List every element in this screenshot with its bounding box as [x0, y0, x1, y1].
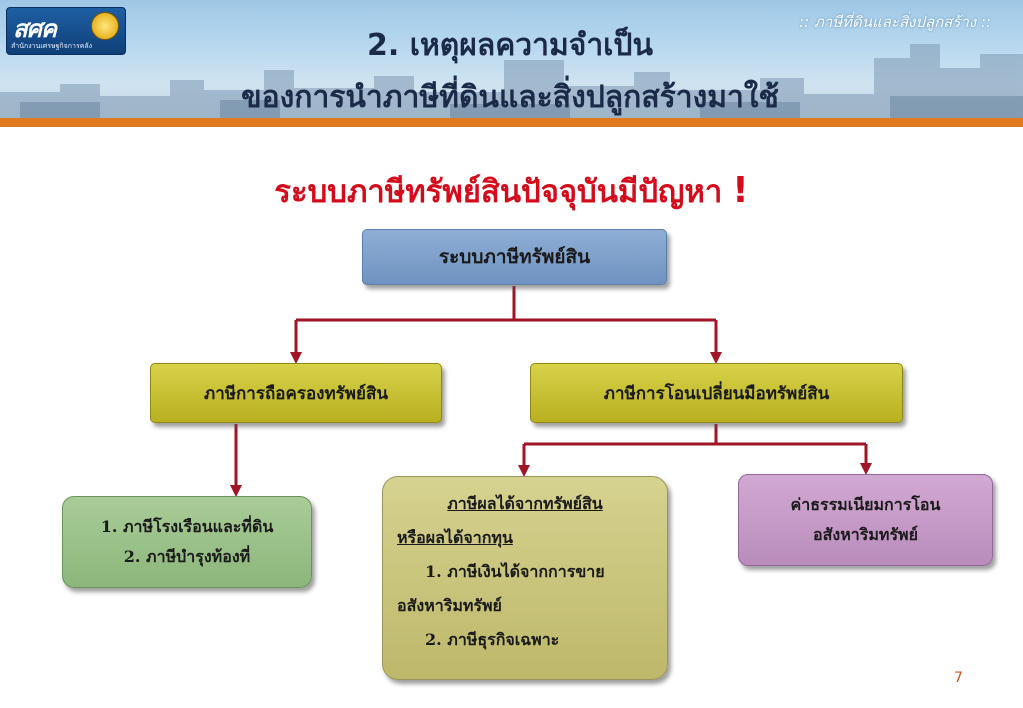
header-banner: สศค สำนักงานเศรษฐกิจการคลัง :: ภาษีที่ดิ… [0, 0, 1023, 118]
page-title-line1: 2. เหตุผลความจำเป็น [367, 28, 653, 63]
logo-subtitle: สำนักงานเศรษฐกิจการคลัง [11, 42, 93, 50]
node-holding-items: 1. ภาษีโรงเรือนและที่ดิน 2. ภาษีบำรุงท้อ… [62, 496, 312, 588]
holding-item-2: 2. ภาษีบำรุงท้องที่ [123, 547, 251, 566]
node-holding-tax: ภาษีการถือครองทรัพย์สิน [150, 363, 442, 423]
root-node-property-tax-system: ระบบภาษีทรัพย์สิน [362, 229, 667, 285]
node-transfer-tax: ภาษีการโอนเปลี่ยนมือทรัพย์สิน [530, 363, 903, 423]
income-heading-line2: หรือผลได้จากทุน [397, 528, 513, 547]
income-item1-line2: อสังหาริมทรัพย์ [397, 596, 502, 615]
income-item2: 2. ภาษีธุรกิจเฉพาะ [425, 630, 560, 649]
page-title-line2: ของการนำภาษีที่ดินและสิ่งปลูกสร้างมาใช้ [241, 80, 779, 115]
logo-text: สศค [13, 15, 57, 43]
income-heading-line1: ภาษีผลได้จากทรัพย์สิน [447, 494, 603, 513]
exclamation-mark: ! [732, 170, 749, 211]
fee-line-1: ค่าธรรมเนียมการโอน [790, 495, 941, 514]
page-number: 7 [954, 670, 963, 686]
logo: สศค สำนักงานเศรษฐกิจการคลัง [6, 7, 126, 55]
node-transfer-fee: ค่าธรรมเนียมการโอน อสังหาริมทรัพย์ [738, 474, 993, 566]
emblem-icon [91, 12, 119, 40]
node-capital-gains-tax: ภาษีผลได้จากทรัพย์สิน หรือผลได้จากทุน 1.… [382, 476, 668, 680]
tagline: :: ภาษีที่ดินและสิ่งปลูกสร้าง :: [799, 13, 991, 31]
income-item1-line1: 1. ภาษีเงินได้จากการขาย [425, 562, 605, 581]
subtitle-text: ระบบภาษีทรัพย์สินปัจจุบันมีปัญหา [274, 174, 723, 210]
slide-subtitle: ระบบภาษีทรัพย์สินปัจจุบันมีปัญหา! [0, 166, 1023, 216]
city-skyline-graphic [0, 44, 1023, 118]
accent-bar [0, 118, 1023, 127]
holding-item-1: 1. ภาษีโรงเรือนและที่ดิน [100, 517, 274, 536]
fee-line-2: อสังหาริมทรัพย์ [813, 525, 918, 544]
